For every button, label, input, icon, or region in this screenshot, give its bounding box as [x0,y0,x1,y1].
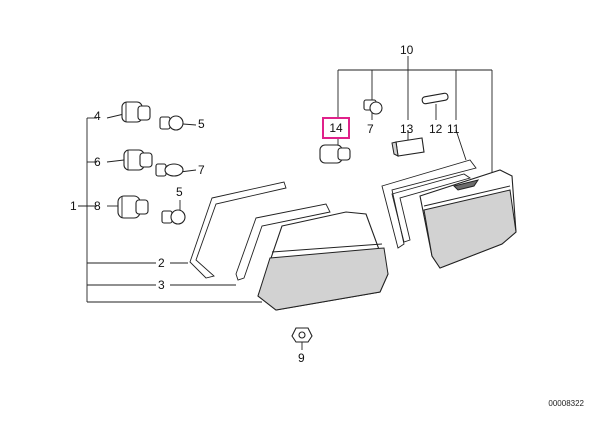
gasket-2-icon [189,181,287,279]
nut-9-icon [291,327,313,343]
socket-6-icon [123,149,153,171]
callout-5-lower: 5 [176,185,183,199]
callout-4: 4 [94,109,101,123]
callout-7-left: 7 [198,163,205,177]
bulb-7-left-icon [155,163,184,177]
cover-13-icon [391,137,425,157]
callout-13: 13 [400,122,414,136]
clip-12-icon [421,92,449,105]
socket-4-icon [121,101,151,123]
callout-8: 8 [94,199,101,213]
callout-2: 2 [158,256,165,270]
gasket-11-icon [381,159,477,249]
socket-14-icon [319,144,351,164]
callout-3: 3 [158,278,165,292]
callout-10: 10 [400,43,414,57]
callout-6: 6 [94,155,101,169]
callout-11: 11 [447,122,460,136]
callout-5-upper: 5 [198,117,205,131]
gasket-3-icon [235,203,331,281]
socket-8-icon [117,195,149,219]
leader-lines [78,56,493,350]
bulb-5-lower-icon [161,209,186,225]
diagram-id: 00008322 [548,399,584,408]
tail-light-left-icon [257,211,389,311]
callout-14: 14 [329,121,343,135]
callout-1: 1 [70,199,77,213]
callout-12: 12 [429,122,443,136]
bulb-5-upper-icon [159,115,184,131]
tail-light-right-icon [419,169,517,269]
callout-9: 9 [298,351,305,365]
callout-7-right: 7 [367,122,374,136]
highlight-box [322,117,350,139]
bulb-7-right-icon [363,99,383,115]
